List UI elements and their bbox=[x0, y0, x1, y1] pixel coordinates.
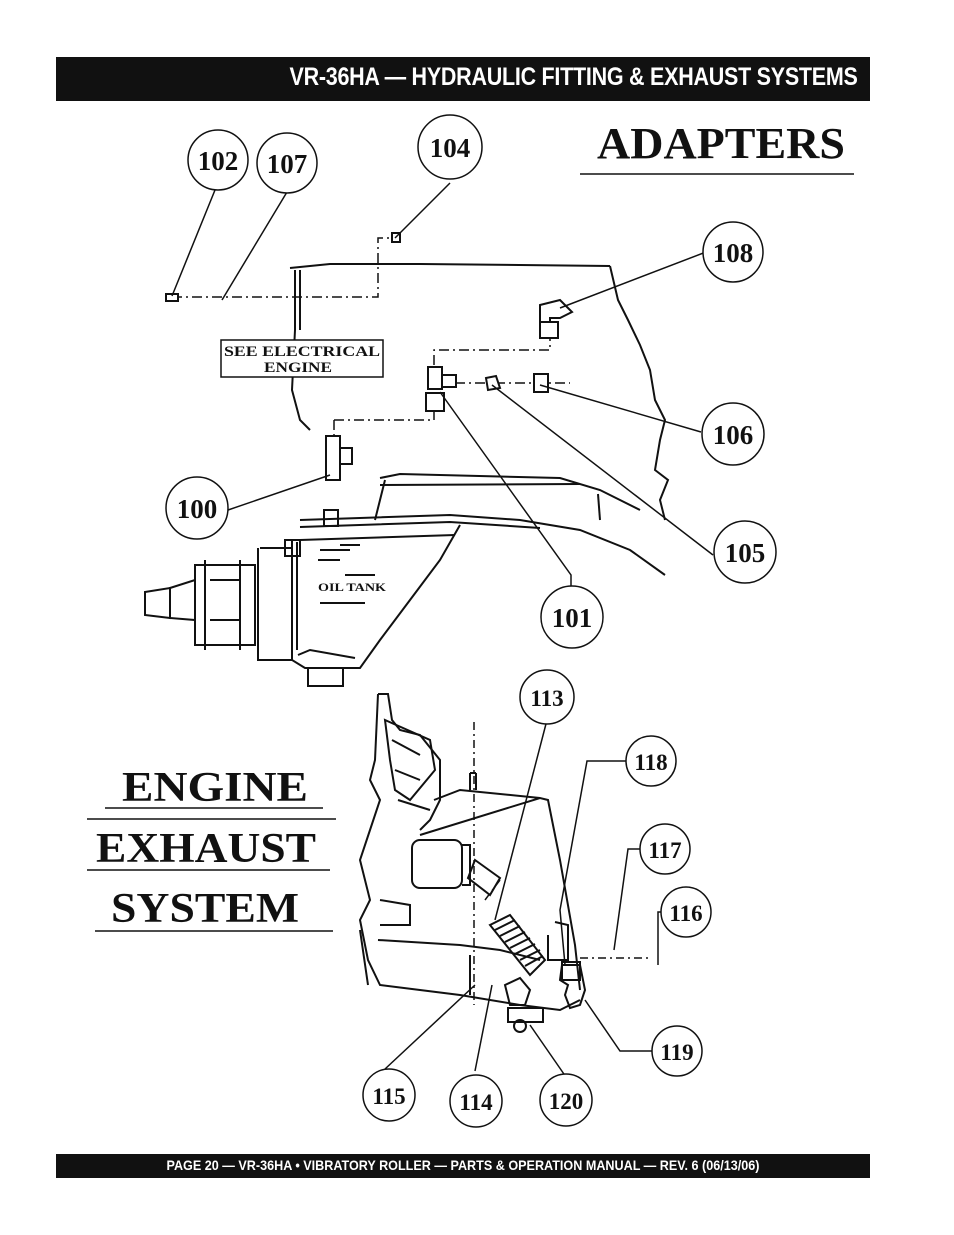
footer-text: PAGE 20 — VR-36HA • VIBRATORY ROLLER — P… bbox=[166, 1157, 760, 1173]
callout-102-label: 102 bbox=[198, 146, 239, 176]
callout-leaders-adapters bbox=[171, 182, 714, 590]
callout-107: 107 bbox=[256, 132, 318, 194]
callout-118: 118 bbox=[625, 735, 677, 787]
see-electrical-note: SEE ELECTRICAL ENGINE bbox=[220, 339, 384, 378]
callout-105-label: 105 bbox=[725, 538, 766, 568]
callout-101: 101 bbox=[540, 585, 604, 649]
callout-115-label: 115 bbox=[372, 1084, 405, 1109]
callout-120: 120 bbox=[539, 1073, 593, 1127]
callout-116-label: 116 bbox=[669, 901, 702, 926]
callout-105: 105 bbox=[713, 520, 777, 584]
see-electrical-line1: SEE ELECTRICAL bbox=[224, 344, 380, 360]
exhaust-title-line1: ENGINE bbox=[122, 765, 308, 811]
callout-leaders-exhaust bbox=[384, 719, 661, 1078]
exhaust-dashed-lines bbox=[473, 722, 650, 1005]
callout-115: 115 bbox=[362, 1068, 416, 1122]
callout-118-label: 118 bbox=[634, 750, 667, 775]
callout-117-label: 117 bbox=[648, 838, 681, 863]
callout-100: 100 bbox=[165, 476, 229, 540]
callout-113: 113 bbox=[519, 669, 575, 725]
callout-120-label: 120 bbox=[549, 1089, 584, 1114]
callout-113-label: 113 bbox=[530, 686, 563, 711]
adapters-title-block: ADAPTERS bbox=[580, 119, 854, 175]
hydraulic-assembly-drawing bbox=[144, 263, 670, 687]
callout-108-label: 108 bbox=[713, 238, 754, 268]
exhaust-title-block: ENGINE EXHAUST SYSTEM bbox=[87, 765, 336, 932]
callout-108: 108 bbox=[702, 221, 764, 283]
adapters-title: ADAPTERS bbox=[597, 119, 845, 168]
callout-117: 117 bbox=[639, 823, 691, 875]
callout-106: 106 bbox=[701, 402, 765, 466]
exhaust-title-line2: EXHAUST bbox=[96, 826, 316, 872]
fittings bbox=[165, 232, 574, 481]
page-title: VR-36HA — HYDRAULIC FITTING & EXHAUST SY… bbox=[289, 63, 858, 91]
callout-114-label: 114 bbox=[459, 1090, 493, 1115]
footer-bar: PAGE 20 — VR-36HA • VIBRATORY ROLLER — P… bbox=[56, 1154, 870, 1178]
callout-101-label: 101 bbox=[552, 603, 593, 633]
callout-107-label: 107 bbox=[267, 149, 308, 179]
exhaust-title-line3: SYSTEM bbox=[111, 886, 299, 932]
header-bar: VR-36HA — HYDRAULIC FITTING & EXHAUST SY… bbox=[56, 57, 870, 101]
exhaust-assembly-drawing bbox=[358, 693, 587, 1033]
callout-119-label: 119 bbox=[660, 1040, 693, 1065]
callout-116: 116 bbox=[660, 886, 712, 938]
callout-106-label: 106 bbox=[713, 420, 754, 450]
callout-104: 104 bbox=[417, 114, 483, 180]
callout-114: 114 bbox=[449, 1074, 503, 1128]
callout-102: 102 bbox=[187, 129, 249, 191]
callout-100-label: 100 bbox=[177, 494, 218, 524]
oil-tank-label: OIL TANK bbox=[318, 580, 387, 594]
callout-104-label: 104 bbox=[430, 133, 471, 163]
see-electrical-line2: ENGINE bbox=[264, 360, 332, 376]
callout-119: 119 bbox=[651, 1025, 703, 1077]
